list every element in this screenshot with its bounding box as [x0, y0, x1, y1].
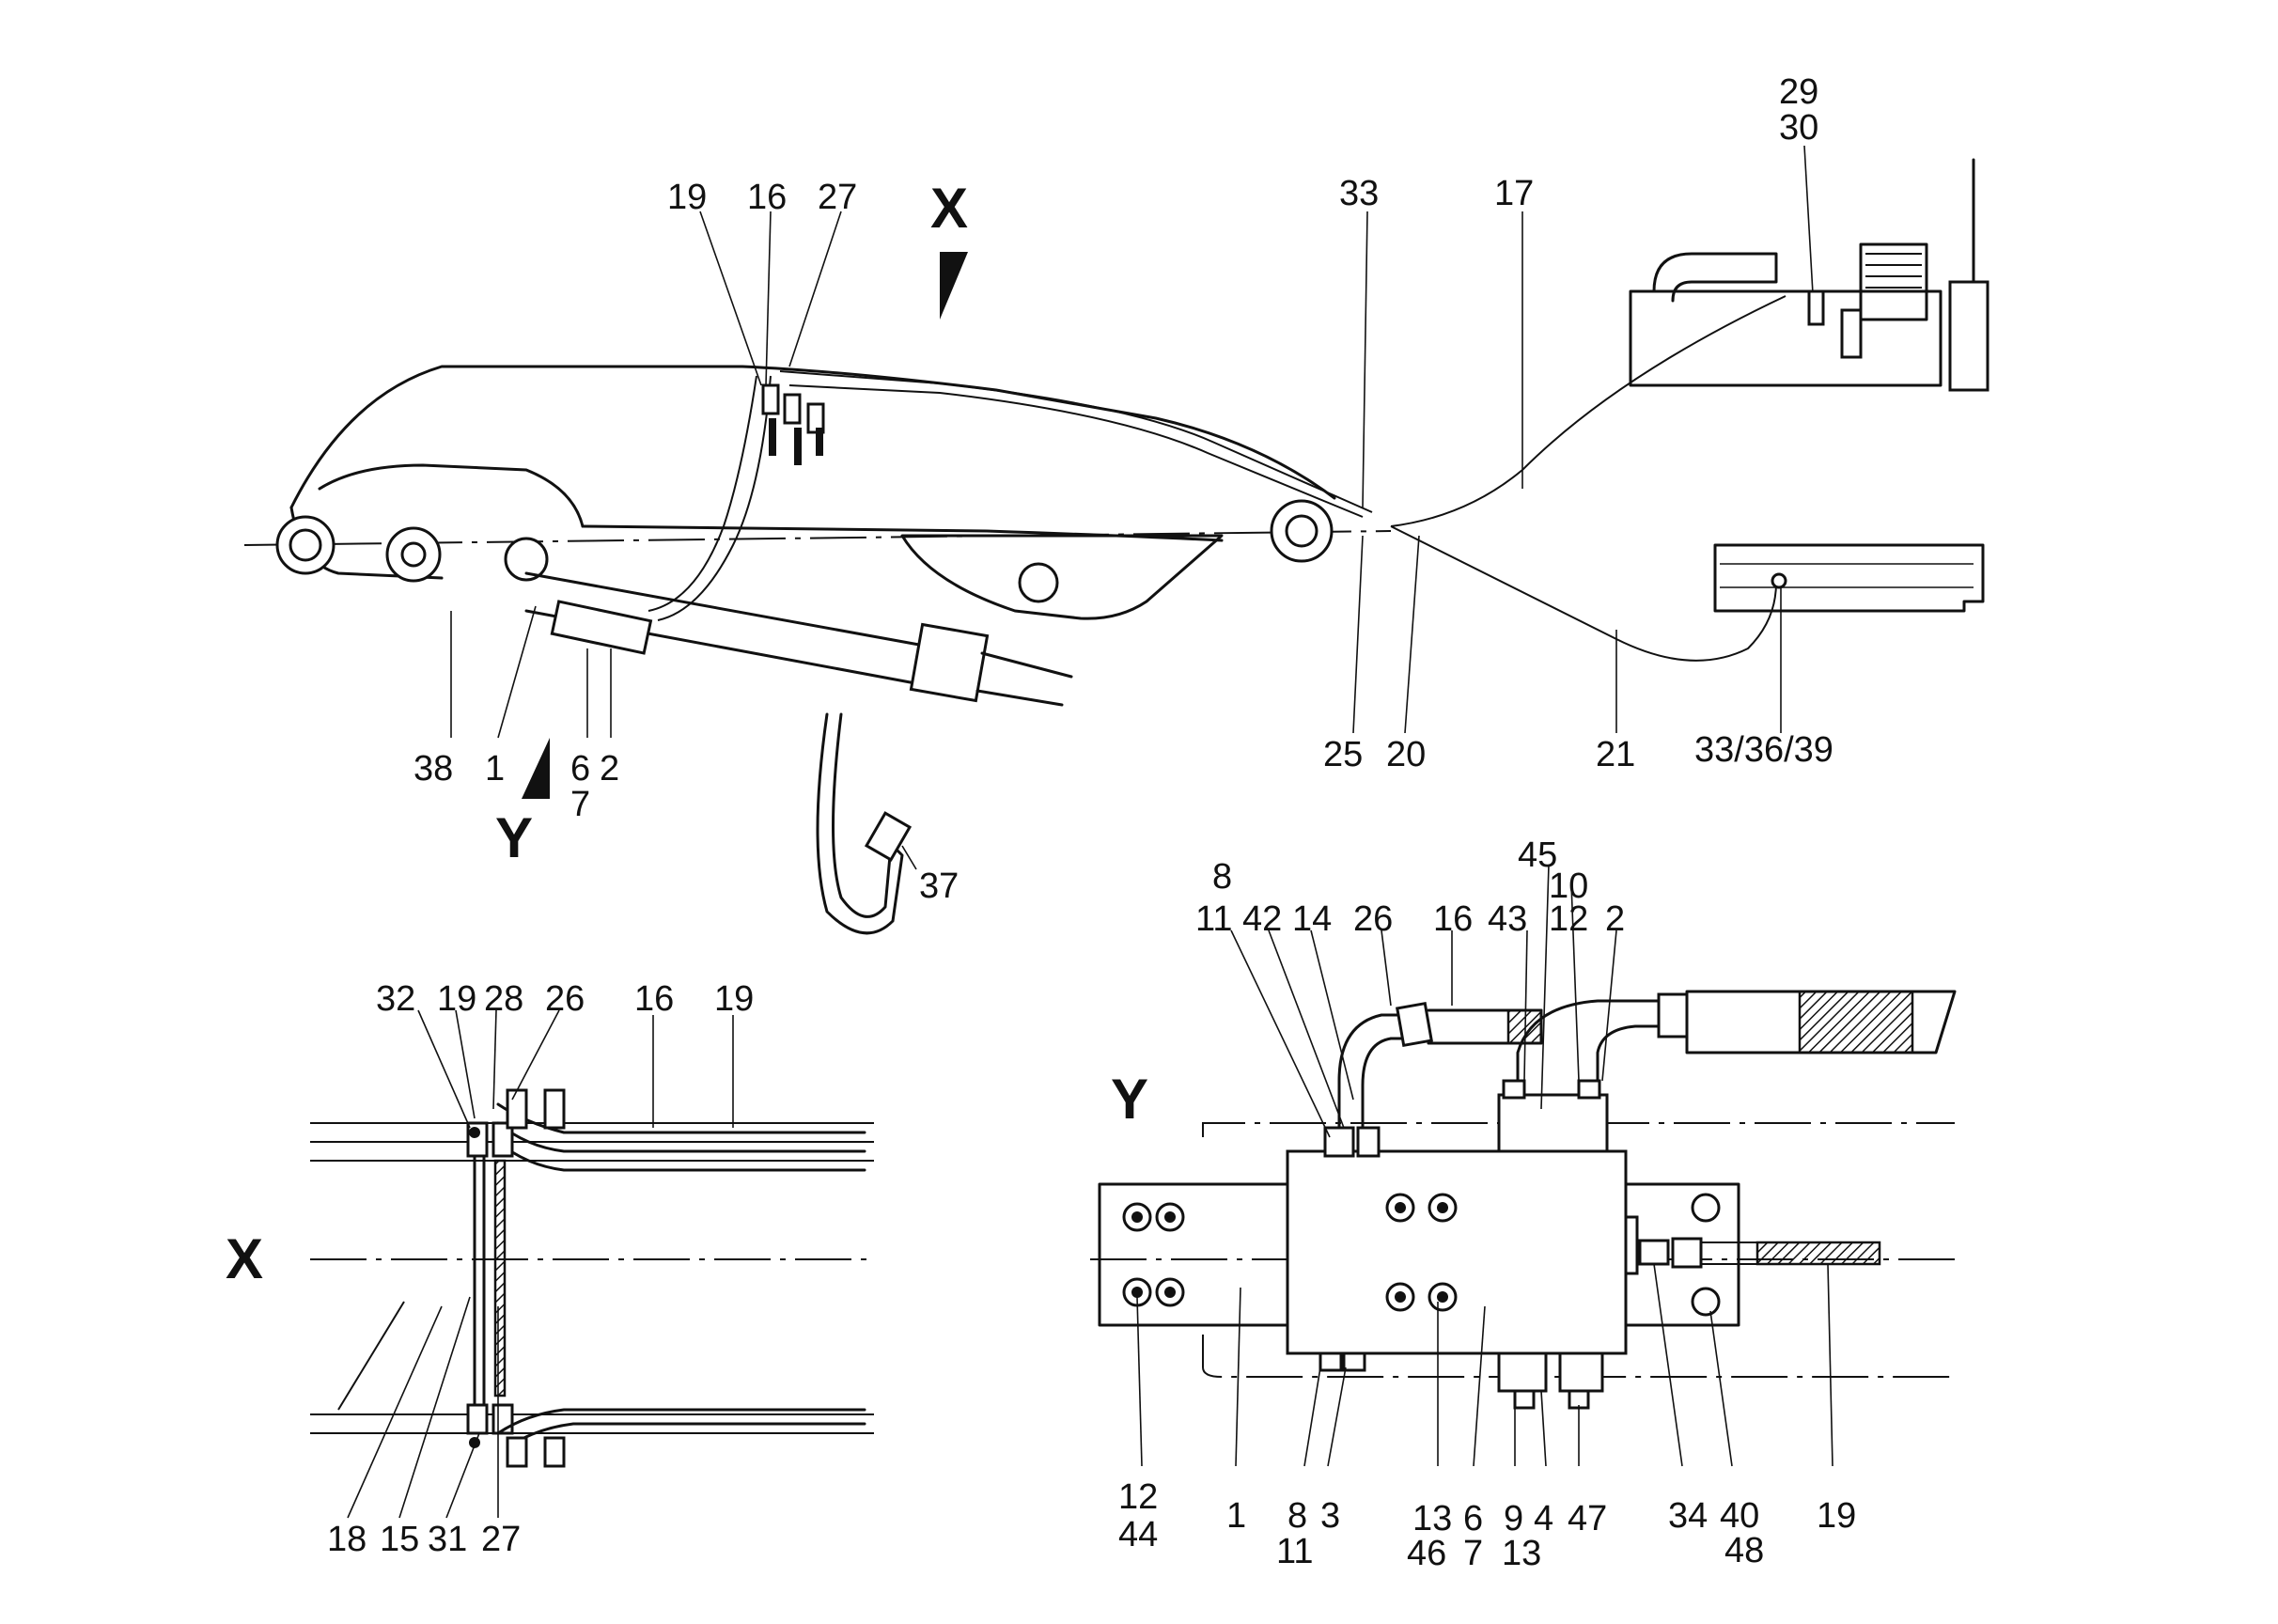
- callout-x-19: 19: [437, 979, 476, 1019]
- callout-y-40: 40: [1720, 1496, 1759, 1536]
- callout-x-26: 26: [545, 979, 585, 1019]
- callout-y-11b: 11: [1276, 1532, 1313, 1571]
- callout-y-4: 4: [1534, 1499, 1553, 1538]
- callout-y-8: 8: [1212, 857, 1232, 897]
- callout-y-10: 10: [1549, 867, 1588, 906]
- callout-6: 6: [570, 749, 590, 789]
- callout-y-6: 6: [1463, 1499, 1483, 1538]
- callout-y-14: 14: [1292, 899, 1332, 939]
- valve-body: [1286, 1149, 1628, 1355]
- callout-y-46: 46: [1407, 1534, 1446, 1573]
- callout-y-3: 3: [1320, 1496, 1340, 1536]
- callout-y-45: 45: [1518, 835, 1557, 875]
- callout-y-2: 2: [1605, 899, 1625, 939]
- callout-21: 21: [1596, 735, 1635, 774]
- callout-y-1: 1: [1226, 1496, 1246, 1536]
- callout-37: 37: [919, 867, 959, 906]
- callout-x-19b: 19: [714, 979, 754, 1019]
- boom-main-view: [243, 145, 1815, 935]
- callout-20: 20: [1386, 735, 1426, 774]
- detail-y-title: Y: [1111, 1068, 1148, 1131]
- callout-y-16: 16: [1433, 899, 1473, 939]
- callout-2: 2: [600, 749, 619, 789]
- callout-y-48: 48: [1724, 1531, 1764, 1570]
- callout-25: 25: [1323, 735, 1363, 774]
- callout-30: 30: [1779, 108, 1818, 148]
- callout-x-32: 32: [376, 979, 415, 1019]
- main-callout-labels: 19 16 27 33 17 29 30 38 1 6 7 2 25 20 21…: [413, 72, 1833, 906]
- callout-19: 19: [667, 178, 707, 217]
- callout-y-8b: 8: [1287, 1496, 1307, 1536]
- detail-x-labels: X 32 19 28 26 16 19 18 15 31 27: [226, 979, 754, 1559]
- callout-y-44: 44: [1118, 1515, 1158, 1554]
- component-33-36-39: [1713, 543, 1985, 613]
- callout-33-36-39: 33/36/39: [1694, 730, 1833, 770]
- boom-pivot-pin: [275, 515, 335, 575]
- hose-15: [493, 1159, 507, 1398]
- callout-y-42: 42: [1242, 899, 1282, 939]
- view-arrow-x: [940, 252, 968, 320]
- callout-27: 27: [818, 178, 857, 217]
- detail-x-title: X: [226, 1227, 263, 1290]
- callout-x-18: 18: [327, 1520, 367, 1559]
- cylinder-collar: [909, 622, 990, 703]
- view-label-x: X: [930, 177, 968, 240]
- view-label-y: Y: [495, 806, 533, 869]
- handle: [1948, 280, 1989, 392]
- mounting-plate-1: [1098, 1182, 1289, 1327]
- callout-x-27: 27: [481, 1520, 521, 1559]
- detail-y-view: [1090, 864, 1957, 1467]
- callout-7: 7: [570, 785, 590, 824]
- callout-y-43: 43: [1488, 899, 1527, 939]
- callout-x-15: 15: [380, 1520, 419, 1559]
- hose-21: [1390, 525, 1777, 662]
- hose-19: [648, 375, 757, 612]
- callout-33: 33: [1339, 174, 1379, 213]
- detail-x-view: [310, 1009, 874, 1519]
- bolt-holes: [1122, 1193, 1721, 1317]
- callout-y-11: 11: [1195, 899, 1232, 939]
- callout-x-31: 31: [428, 1520, 467, 1559]
- callout-y-12b: 12: [1118, 1477, 1158, 1517]
- callout-1: 1: [485, 749, 505, 789]
- callout-x-16: 16: [634, 979, 674, 1019]
- component-29-30: [1629, 158, 1989, 392]
- view-arrow-y: [522, 738, 550, 799]
- cylinder-pin: [385, 526, 442, 583]
- callout-y-47: 47: [1568, 1499, 1607, 1538]
- callout-16: 16: [747, 178, 787, 217]
- valve-block: [550, 600, 653, 655]
- detail-y-labels: Y 8 11 42 14 26 16 43 45 10 12 2 12 44 1…: [1111, 835, 1856, 1573]
- boom-end-pin: [1270, 499, 1334, 563]
- callout-y-34: 34: [1668, 1496, 1708, 1536]
- callout-y-13b: 13: [1502, 1534, 1541, 1573]
- callout-y-7: 7: [1463, 1534, 1483, 1573]
- callout-38: 38: [413, 749, 453, 789]
- callout-y-12: 12: [1549, 899, 1588, 939]
- callout-x-28: 28: [484, 979, 523, 1019]
- hose-37: [816, 712, 904, 935]
- callout-29: 29: [1779, 72, 1818, 112]
- hose-17: [1390, 295, 1787, 527]
- callout-y-9: 9: [1504, 1499, 1523, 1538]
- callout-y-13: 13: [1412, 1499, 1452, 1538]
- callout-y-19: 19: [1817, 1496, 1856, 1536]
- callout-y-26: 26: [1353, 899, 1393, 939]
- boom-fittings: [761, 383, 825, 465]
- callout-17: 17: [1494, 174, 1534, 213]
